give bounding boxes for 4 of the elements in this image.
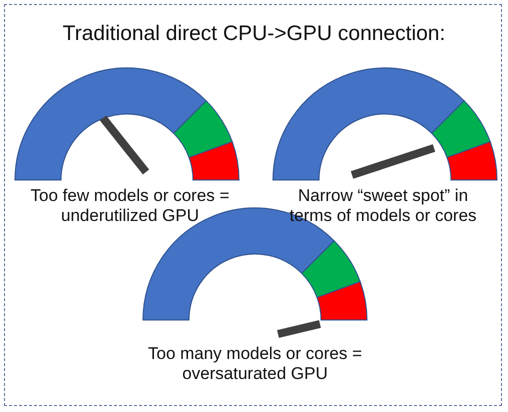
gauge-caption: Too few models or cores = underutilized GPU: [30, 186, 230, 226]
title: Traditional direct CPU->GPU connection:: [62, 22, 446, 46]
gauge-caption: Too many models or cores = oversaturated GPU: [146, 344, 363, 384]
gauge-caption: Narrow “sweet spot” in terms of models or cores: [288, 186, 478, 226]
